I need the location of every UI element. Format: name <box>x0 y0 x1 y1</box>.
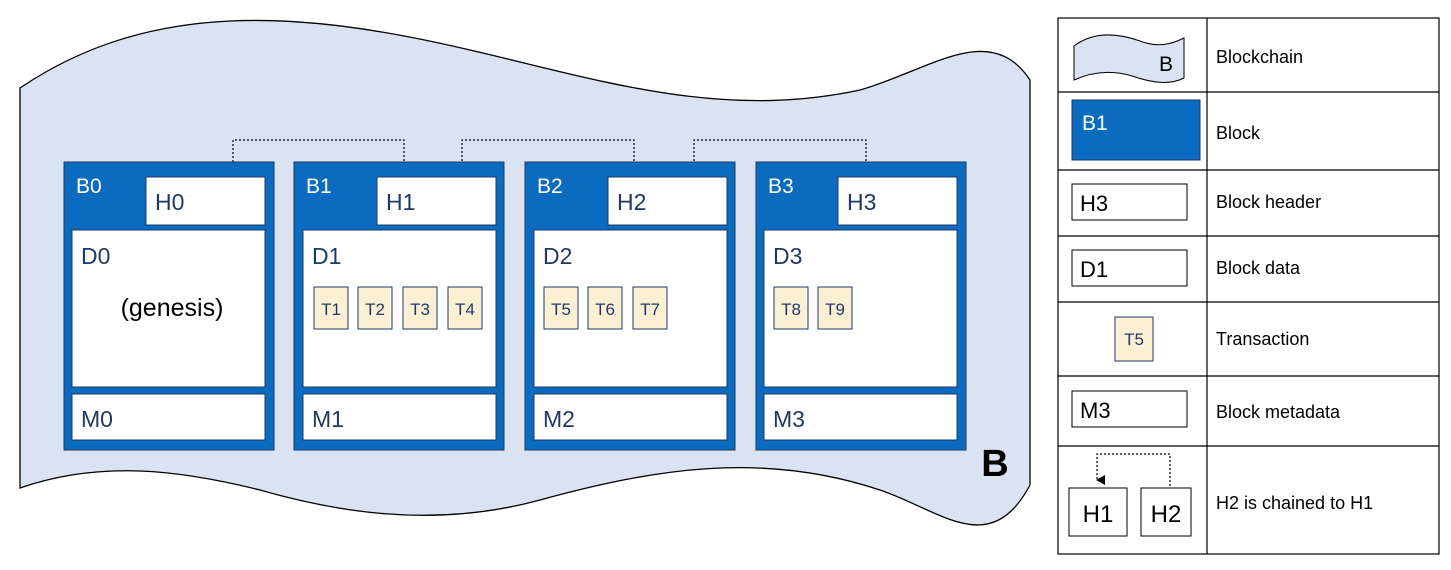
transaction-label: T3 <box>410 300 430 319</box>
legend-row-data: D1 Block data <box>1071 249 1301 287</box>
blockchain-symbol <box>1073 34 1185 83</box>
transaction-label: T1 <box>321 300 341 319</box>
chain-arrow-h2-h1 <box>461 139 635 177</box>
legend-symbol-label: T5 <box>1124 330 1144 349</box>
legend-row-metadata: M3 Block metadata <box>1071 390 1341 428</box>
block-header-label: H1 <box>386 189 415 215</box>
block-metadata-label: M0 <box>81 406 113 432</box>
block-header <box>837 176 958 226</box>
transaction: T5 <box>543 286 579 330</box>
legend-label: H2 is chained to H1 <box>1216 493 1373 513</box>
legend-symbol-label: H1 <box>1083 501 1114 528</box>
block-metadata <box>71 393 266 441</box>
block-metadata <box>533 393 728 441</box>
metadata-symbol <box>1071 390 1188 428</box>
legend-label: Blockchain <box>1216 47 1303 67</box>
block-id: B3 <box>768 175 794 198</box>
transaction: T9 <box>817 286 853 330</box>
chain-arrow-symbol <box>1096 453 1171 486</box>
block-metadata-label: M3 <box>773 406 805 432</box>
block-metadata <box>763 393 958 441</box>
legend: B Blockchain B1 Block H3 Block header D1… <box>1057 17 1440 555</box>
legend-label: Block header <box>1216 192 1321 212</box>
header-symbol <box>1071 183 1188 221</box>
block-header <box>145 176 266 226</box>
legend-row-chained: H1 H2 H2 is chained to H1 <box>1068 453 1373 537</box>
block-header <box>607 176 728 226</box>
legend-symbol-label: H3 <box>1080 191 1108 216</box>
data-symbol <box>1071 249 1188 287</box>
transaction: T2 <box>357 286 393 330</box>
transaction-label: T5 <box>551 300 571 319</box>
legend-symbol-label: M3 <box>1080 398 1111 423</box>
transaction-label: T4 <box>455 300 475 319</box>
transaction-symbol <box>1114 316 1154 362</box>
legend-symbol-label: B1 <box>1082 112 1108 135</box>
block-metadata-label: M2 <box>543 406 575 432</box>
block-id: B0 <box>76 175 102 198</box>
block-b3: B3 H3 D3 T8 T9 M3 <box>755 161 967 451</box>
legend-label: Transaction <box>1216 329 1309 349</box>
h1-symbol <box>1068 487 1128 537</box>
transaction: T6 <box>587 286 623 330</box>
block-header-label: H3 <box>847 189 876 215</box>
block-b0: B0 H0 D0 (genesis) M0 <box>63 161 275 451</box>
blockchain-label: B <box>981 443 1008 485</box>
block-id: B2 <box>537 175 563 198</box>
block-metadata-label: M1 <box>312 406 344 432</box>
transaction-label: T6 <box>595 300 615 319</box>
transaction: T1 <box>313 286 349 330</box>
transaction-label: T7 <box>640 300 660 319</box>
legend-symbol-label: B <box>1159 53 1173 76</box>
genesis-note: (genesis) <box>121 294 224 322</box>
block-b1: B1 H1 D1 T1 T2 T3 T4 M1 <box>293 161 505 451</box>
transaction-label: T9 <box>825 300 845 319</box>
transaction-label: T8 <box>781 300 801 319</box>
block-header-label: H0 <box>155 189 184 215</box>
legend-row-blockchain: B Blockchain <box>1073 34 1303 83</box>
block-symbol <box>1071 99 1201 161</box>
block-b2: B2 H2 D2 T5 T6 T7 M2 <box>524 161 736 451</box>
transaction-label: T2 <box>365 300 385 319</box>
chain-arrow-h3-h2 <box>693 139 867 177</box>
chain-arrows <box>232 139 867 177</box>
block-data-label: D3 <box>773 243 802 269</box>
legend-label: Block <box>1216 123 1261 143</box>
transaction: T3 <box>402 286 438 330</box>
legend-label: Block metadata <box>1216 402 1341 422</box>
block-metadata <box>302 393 497 441</box>
block-header <box>376 176 497 226</box>
legend-row-block: B1 Block <box>1071 99 1261 161</box>
legend-row-transaction: T5 Transaction <box>1114 316 1309 362</box>
block-header-label: H2 <box>617 189 646 215</box>
h2-symbol <box>1140 487 1192 537</box>
block-data <box>71 229 266 388</box>
block-id: B1 <box>306 175 332 198</box>
block-data-label: D2 <box>543 243 572 269</box>
legend-symbol-label: D1 <box>1080 257 1108 282</box>
legend-row-header: H3 Block header <box>1071 183 1321 221</box>
transaction: T4 <box>447 286 483 330</box>
transaction: T8 <box>773 286 809 330</box>
block-data-label: D0 <box>81 243 110 269</box>
transaction: T7 <box>632 286 668 330</box>
block-data-label: D1 <box>312 243 341 269</box>
legend-label: Block data <box>1216 258 1301 278</box>
legend-symbol2-label: H2 <box>1151 501 1182 528</box>
